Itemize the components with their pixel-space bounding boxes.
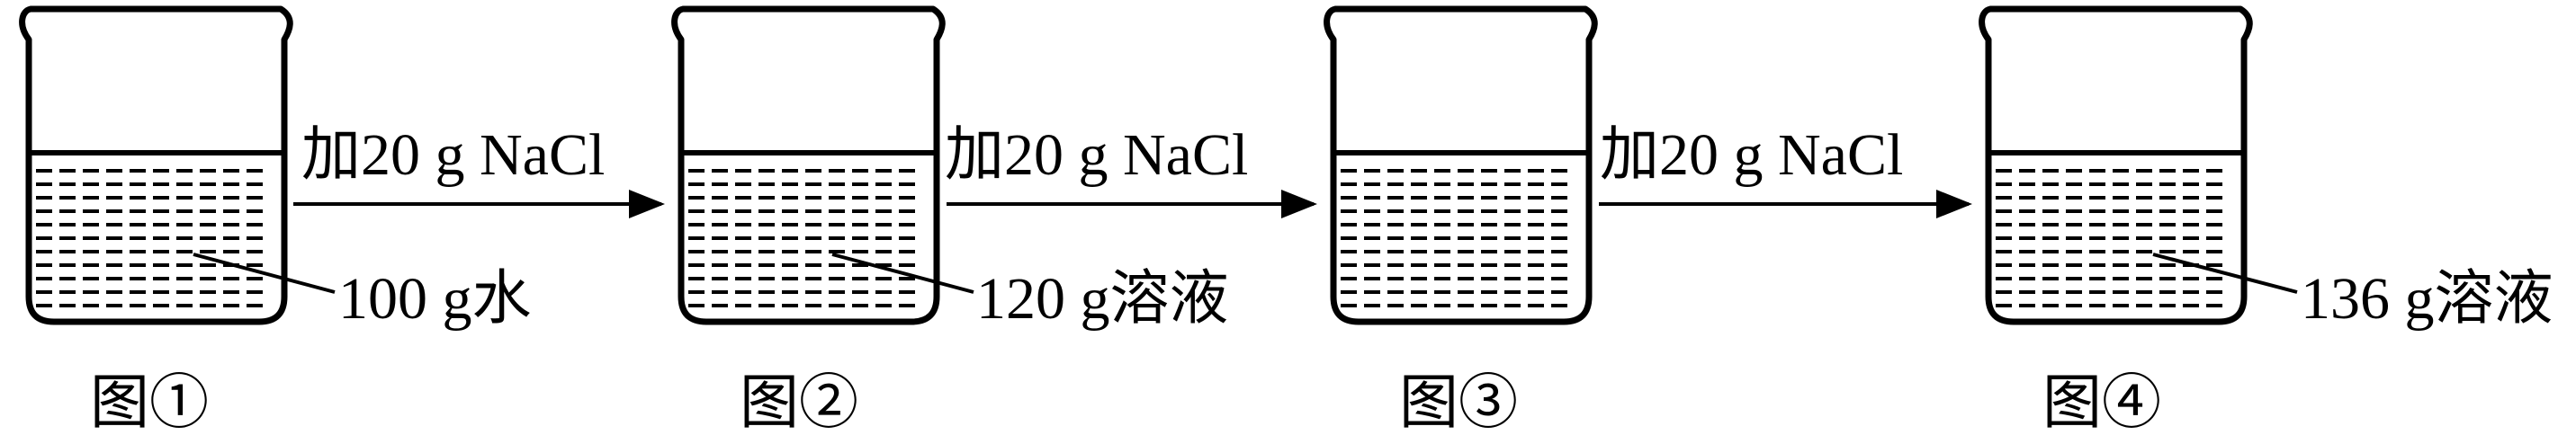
beaker-2 [671,5,946,325]
caption-4: 图④ [2042,370,2161,436]
caption-1: 图① [90,370,209,436]
liquid-hatching [1341,169,1567,307]
step-label-2: 加20 g NaCl [945,122,1248,188]
leader-line-2 [831,253,974,294]
contents-label-2: 120 g溶液 [976,266,1229,332]
beaker-outline [19,5,293,325]
contents-label-4: 136 g溶液 [2301,266,2554,332]
beaker-3 [1324,5,1598,325]
beaker-outline [671,5,946,325]
step-label-1: 加20 g NaCl [301,122,605,188]
leader-line-4 [2152,253,2298,294]
liquid-hatching [1996,169,2222,307]
liquid-hatching [688,169,915,307]
beaker-1 [19,5,293,325]
beaker-outline [1979,5,2253,325]
leader-line-1 [193,253,336,294]
beaker-4 [1979,5,2253,325]
beaker-outline [1324,5,1598,325]
contents-label-1: 100 g水 [338,266,532,332]
caption-3: 图③ [1399,370,1518,436]
liquid-hatching [36,169,263,307]
step-label-3: 加20 g NaCl [1600,122,1903,188]
caption-2: 图② [740,370,858,436]
